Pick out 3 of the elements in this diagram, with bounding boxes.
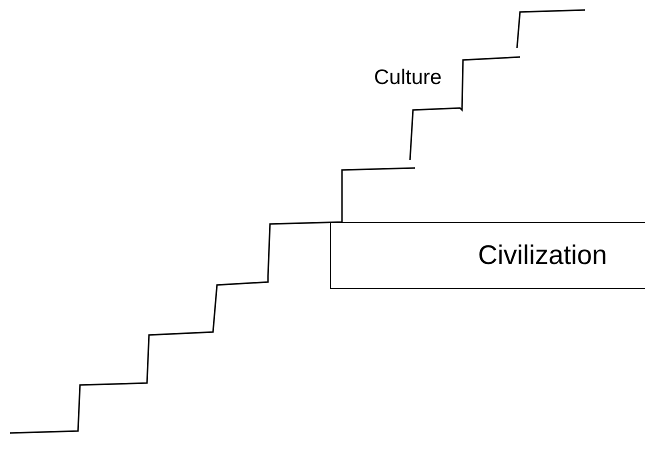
- open-box: [330, 222, 645, 289]
- box-label: Civilization: [478, 240, 607, 271]
- step-label: Culture: [374, 66, 442, 90]
